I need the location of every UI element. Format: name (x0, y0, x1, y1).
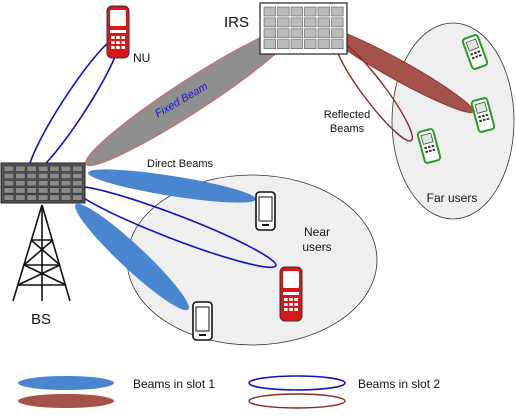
near-users-label-line1: Near (304, 225, 330, 239)
panel-element (277, 17, 290, 28)
panel-element (331, 17, 344, 28)
panel-element (37, 194, 49, 201)
panel-element (317, 6, 330, 17)
far-user-phone-icon (470, 97, 496, 133)
panel-element (263, 6, 276, 17)
panel-element (72, 172, 83, 180)
legend-slot1-label: Beams in slot 1 (133, 377, 215, 391)
nu-phone-icon (106, 5, 130, 59)
direct-beam-slot1-a (88, 169, 256, 203)
panel-element (331, 28, 344, 39)
panel-element (277, 28, 290, 39)
panel-element (49, 194, 60, 201)
far-users-label: Far users (427, 191, 478, 205)
panel-element (49, 165, 60, 172)
legend-slot2-blue-swatch (248, 375, 346, 391)
panel-element (290, 28, 303, 39)
direct-beams-label: Direct Beams (147, 158, 214, 170)
panel-element (3, 165, 15, 172)
panel-element (317, 39, 330, 50)
legend-slot2-red-swatch (248, 393, 346, 409)
direct-beam-slot1-b (75, 203, 189, 311)
panel-element (15, 165, 26, 172)
panel-element (317, 28, 330, 39)
panel-element (15, 187, 26, 194)
far-users-region (391, 22, 515, 220)
legend: Beams in slot 1 Beams in slot 2 (18, 375, 440, 409)
panel-element (37, 165, 49, 172)
near-user-red-phone-icon (279, 266, 303, 322)
base-station (0, 162, 86, 302)
panel-element (304, 6, 317, 17)
panel-element (15, 194, 26, 201)
panel-element (3, 194, 15, 201)
panel-element (15, 180, 26, 187)
panel-element (317, 17, 330, 28)
panel-element (277, 39, 290, 50)
panel-element (3, 180, 15, 187)
panel-element (60, 180, 72, 187)
panel-element (263, 39, 276, 50)
panel-element (26, 180, 37, 187)
panel-element (263, 28, 276, 39)
panel-element (290, 6, 303, 17)
panel-element (49, 172, 60, 180)
reflected-beams-label-line2: Beams (330, 123, 365, 135)
near-user-smartphone-icon (192, 301, 213, 341)
legend-slot2-label: Beams in slot 2 (358, 377, 440, 391)
panel-element (60, 172, 72, 180)
panel-element (15, 172, 26, 180)
irs-label: IRS (224, 14, 249, 31)
panel-element (60, 165, 72, 172)
panel-element (290, 17, 303, 28)
panel-element (72, 165, 83, 172)
panel-element (304, 28, 317, 39)
panel-element (26, 194, 37, 201)
panel-element (277, 6, 290, 17)
panel-element (72, 180, 83, 187)
panel-element (60, 194, 72, 201)
panel-element (37, 180, 49, 187)
panel-element (72, 187, 83, 194)
far-user-phone-icon (461, 34, 489, 70)
nu-label: NU (133, 51, 150, 65)
panel-element (331, 6, 344, 17)
reflected-beams-label-line1: Reflected (324, 109, 370, 121)
legend-slot1-blue-swatch (18, 376, 114, 390)
near-user-smartphone-icon (255, 191, 276, 231)
panel-element (3, 172, 15, 180)
panel-element (49, 180, 60, 187)
panel-element (3, 187, 15, 194)
panel-element (290, 39, 303, 50)
panel-element (304, 39, 317, 50)
panel-element (26, 187, 37, 194)
panel-element (37, 187, 49, 194)
panel-element (26, 172, 37, 180)
far-user-phone-icon (416, 128, 442, 164)
panel-element (263, 17, 276, 28)
panel-element (331, 39, 344, 50)
legend-slot1-red-swatch (18, 394, 114, 408)
panel-element (304, 17, 317, 28)
panel-element (60, 187, 72, 194)
panel-element (72, 194, 83, 201)
panel-element (26, 165, 37, 172)
panel-element (49, 187, 60, 194)
panel-element (37, 172, 49, 180)
irs-panel (259, 2, 348, 55)
bs-label: BS (31, 311, 51, 328)
near-users-label-line2: users (302, 240, 331, 254)
